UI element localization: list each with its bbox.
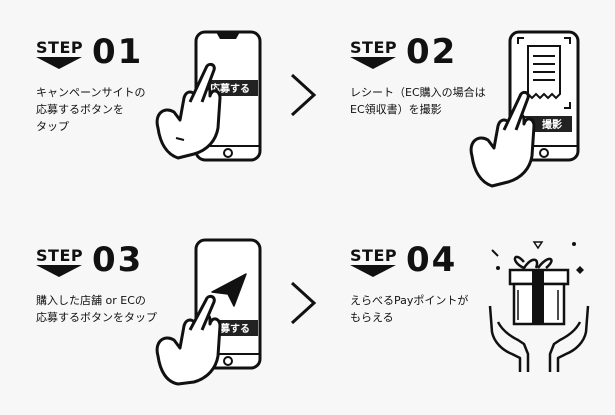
step-down-arrow-icon (350, 265, 396, 277)
chevron-right-icon (290, 281, 317, 325)
phone-tap-apply-icon: 応募する (155, 30, 262, 162)
step-word: STEP (36, 246, 84, 265)
chevron-right-icon (290, 73, 317, 117)
step-down-arrow-icon (350, 57, 396, 69)
step-word: STEP (350, 38, 398, 57)
step-number: 04 (406, 240, 458, 280)
paper-plane-icon (211, 273, 247, 307)
step-number: 02 (406, 32, 458, 72)
step-4-description: えらべるPayポイントが もらえる (350, 294, 469, 324)
step-word: STEP (350, 246, 398, 265)
apply-button-label: 応募する (210, 82, 250, 95)
step-2-description: レシート（EC購入の場合は EC領収書）を撮影 (350, 86, 486, 116)
step-1-description: キャンペーンサイトの 応募するボタンを タップ (36, 86, 146, 133)
step-down-arrow-icon (36, 265, 82, 277)
step-word: STEP (36, 38, 84, 57)
step-down-arrow-icon (36, 57, 82, 69)
phone-tap-store-icon: 応募する (155, 238, 262, 386)
step-3-description: 購入した店舗 or ECの 応募するボタンをタップ (36, 294, 157, 324)
step-number: 03 (92, 240, 144, 280)
gift-in-hands-icon (488, 241, 590, 372)
phone-receipt-photo-icon: 撮影 (469, 30, 580, 188)
step-number: 01 (92, 32, 144, 72)
photo-button-label: 撮影 (542, 118, 562, 131)
